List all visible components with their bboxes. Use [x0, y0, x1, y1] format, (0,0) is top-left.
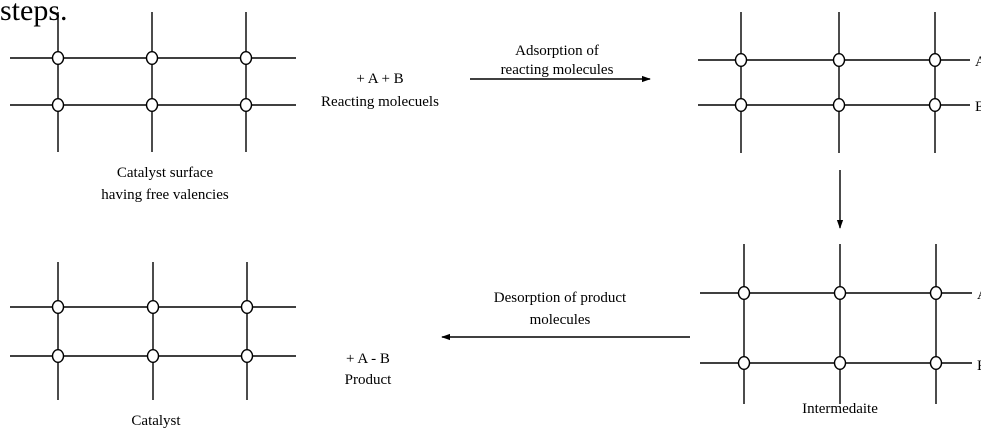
- product-formula: + A - B: [346, 351, 390, 367]
- valency-site: [239, 97, 253, 112]
- valency-site: [240, 349, 254, 364]
- valency-site: [734, 53, 748, 68]
- valency-site: [737, 356, 751, 371]
- adsorbed-label-a: A: [975, 54, 981, 70]
- caption-catalyst-surface-line2: having free valencies: [101, 187, 229, 203]
- intermediate-label-b: E: [977, 358, 981, 374]
- valency-site: [734, 97, 748, 112]
- caption-intermediate: Intermedaite: [802, 401, 878, 417]
- caption-catalyst: Catalyst: [131, 413, 181, 429]
- adsorption-label-line2: reacting molecules: [501, 62, 614, 78]
- lattice-adsorbed: [698, 12, 970, 153]
- adsorption-label-line1: Adsorption of: [515, 43, 599, 59]
- desorption-label-line2: molecules: [530, 312, 591, 328]
- valency-site: [832, 53, 846, 68]
- lattice-intermediate: [700, 244, 972, 404]
- valency-site: [929, 286, 943, 301]
- valency-site: [928, 97, 942, 112]
- valency-site: [146, 300, 160, 315]
- valency-site: [832, 97, 846, 112]
- valency-site: [239, 51, 253, 66]
- adsorbed-label-b: E: [975, 99, 981, 115]
- reactants-formula: + A + B: [356, 71, 403, 87]
- desorption-label-line1: Desorption of product: [494, 290, 627, 306]
- valency-site: [833, 286, 847, 301]
- valency-site: [240, 300, 254, 315]
- caption-catalyst-surface-line1: Catalyst surface: [117, 165, 214, 181]
- valency-site: [146, 349, 160, 364]
- valency-site: [737, 286, 751, 301]
- lattice-catalyst-surface: [10, 12, 296, 152]
- valency-site: [51, 97, 65, 112]
- valency-site: [51, 349, 65, 364]
- valency-site: [145, 51, 159, 66]
- valency-site: [928, 53, 942, 68]
- intermediate-label-a: A: [977, 287, 981, 303]
- reactants-label: Reacting molecuels: [321, 94, 439, 110]
- lattice-catalyst: [10, 262, 296, 400]
- product-label: Product: [345, 372, 392, 388]
- valency-site: [51, 300, 65, 315]
- valency-site: [51, 51, 65, 66]
- valency-site: [929, 356, 943, 371]
- page-heading: steps.: [0, 0, 68, 27]
- valency-site: [145, 97, 159, 112]
- valency-site: [833, 356, 847, 371]
